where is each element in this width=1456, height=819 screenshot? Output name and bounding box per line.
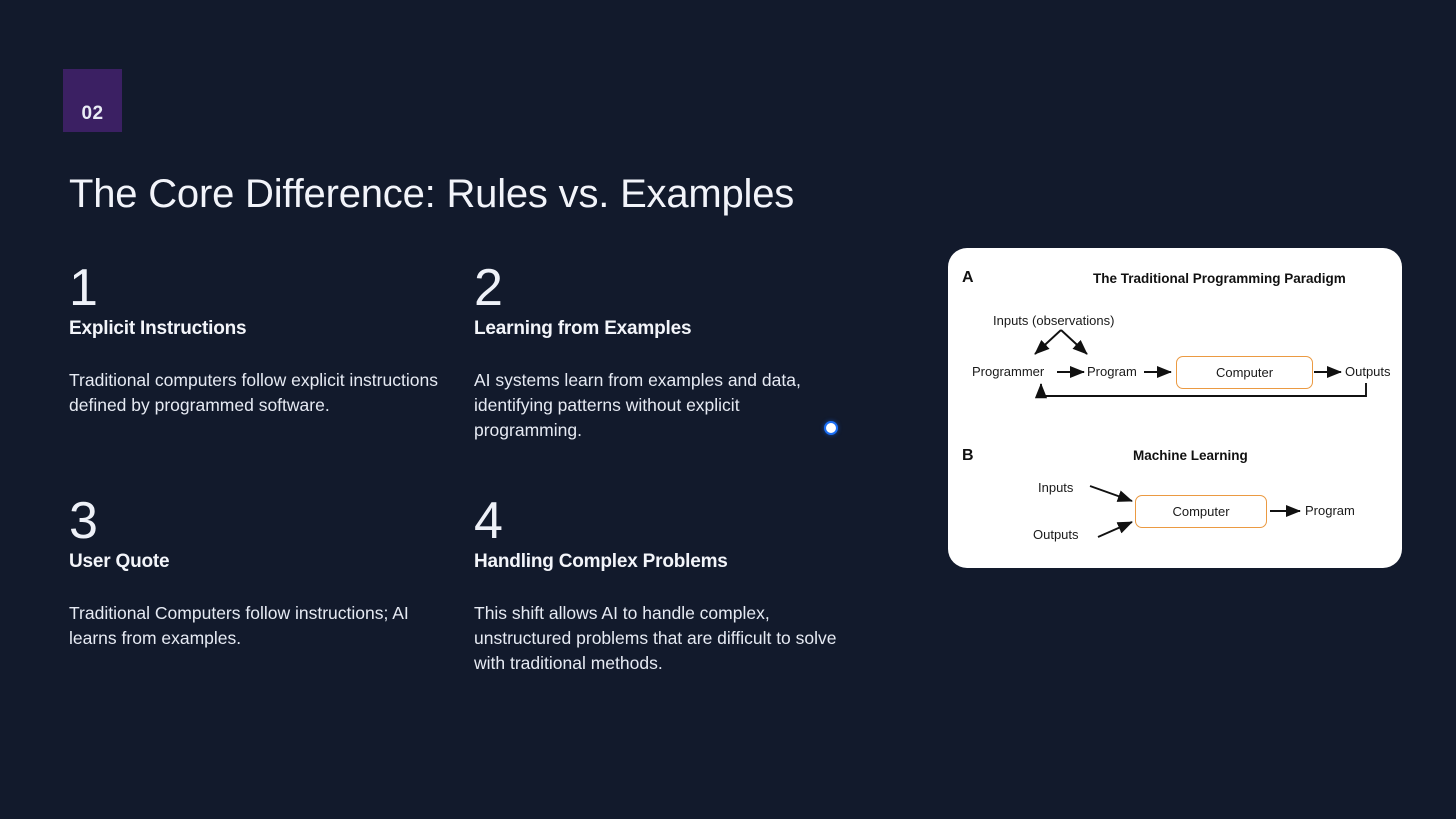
feature-heading: Learning from Examples <box>474 318 692 339</box>
panel-b-node-computer-box: Computer <box>1135 495 1267 528</box>
panel-b-node-inputs: Inputs <box>1038 480 1074 495</box>
panel-a-node-inputs: Inputs (observations) <box>993 313 1115 328</box>
feature-body: AI systems learn from examples and data,… <box>474 370 801 441</box>
feature-heading: Explicit Instructions <box>69 318 247 339</box>
panel-a-title: The Traditional Programming Paradigm <box>1093 271 1346 286</box>
feature-item-3: 3 User Quote Traditional Computers follo… <box>69 495 444 676</box>
panel-b-node-computer-label: Computer <box>1172 504 1230 519</box>
diagram-card: A The Traditional Programming Paradigm I… <box>948 248 1402 568</box>
feature-body: Traditional Computers follow instruction… <box>69 603 409 649</box>
feature-body: Traditional computers follow explicit in… <box>69 370 438 416</box>
panel-a-letter: A <box>962 269 974 286</box>
feature-item-4: 4 Handling Complex Problems This shift a… <box>474 495 849 676</box>
panel-a-node-programmer: Programmer <box>972 364 1045 379</box>
cursor-indicator-dot <box>824 421 838 435</box>
feature-number: 2 <box>474 259 503 317</box>
feature-number: 3 <box>69 492 98 551</box>
feature-heading: Handling Complex Problems <box>474 551 728 573</box>
panel-b-letter: B <box>962 447 974 464</box>
panel-a-node-outputs: Outputs <box>1345 364 1391 379</box>
panel-b-node-program: Program <box>1305 503 1355 518</box>
feature-grid: 1 Explicit Instructions Traditional comp… <box>69 262 879 676</box>
panel-a-node-program: Program <box>1087 364 1137 379</box>
panel-b-title: Machine Learning <box>1133 448 1248 463</box>
section-number-label: 02 <box>81 103 104 124</box>
feature-item-1: 1 Explicit Instructions Traditional comp… <box>69 262 444 443</box>
feature-number: 4 <box>474 492 503 551</box>
section-number-badge: 02 <box>63 69 122 132</box>
feature-item-2: 2 Learning from Examples AI systems lear… <box>474 262 849 443</box>
feature-body: This shift allows AI to handle complex, … <box>474 603 837 674</box>
panel-b-node-outputs: Outputs <box>1033 527 1079 542</box>
feature-number: 1 <box>69 259 98 317</box>
page-title: The Core Difference: Rules vs. Examples <box>69 172 795 216</box>
panel-a-node-computer-box: Computer <box>1176 356 1313 389</box>
panel-a-node-computer-label: Computer <box>1215 365 1274 380</box>
feature-heading: User Quote <box>69 551 170 573</box>
